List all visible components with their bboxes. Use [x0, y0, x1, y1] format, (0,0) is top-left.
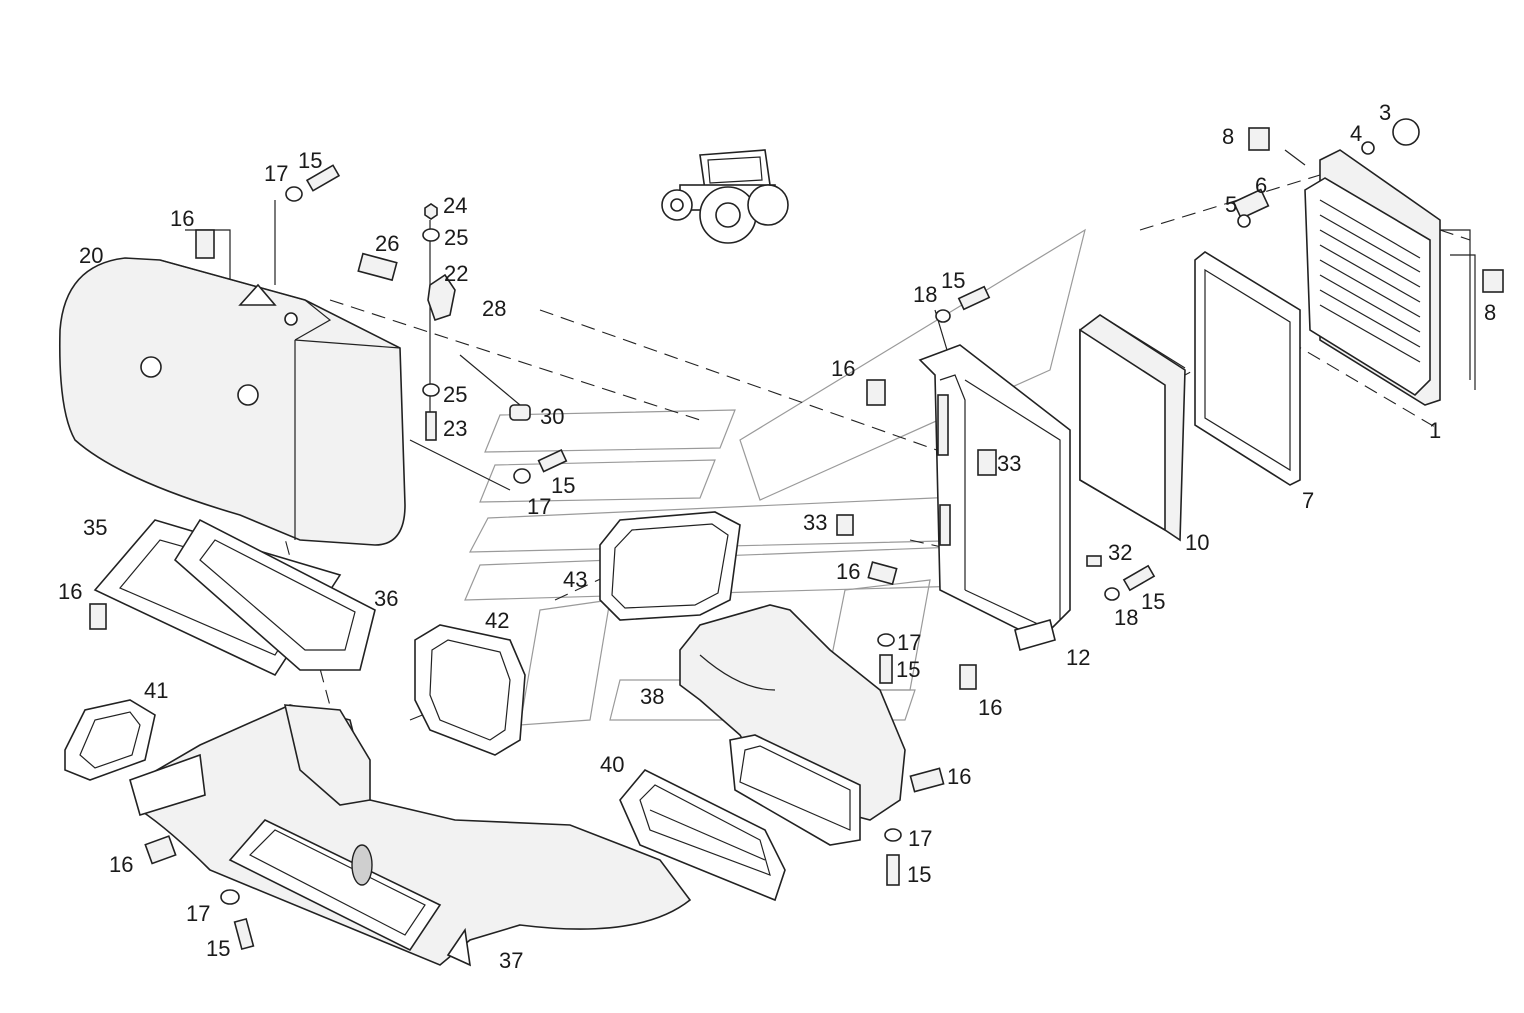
label-26: 26 [375, 231, 399, 256]
tractor-icon [661, 149, 789, 244]
label-25a: 25 [444, 225, 468, 250]
label-25b: 25 [443, 382, 467, 407]
label-4: 4 [1350, 121, 1362, 146]
label-38: 38 [640, 684, 664, 709]
part-43-ring [599, 511, 741, 621]
label-43: 43 [563, 567, 587, 592]
label-16f: 16 [947, 764, 971, 789]
label-18a: 18 [913, 282, 937, 307]
part-36-gasket [173, 518, 376, 671]
label-15a: 15 [298, 148, 322, 173]
label-17c: 17 [897, 630, 921, 655]
label-23: 23 [443, 416, 467, 441]
label-35: 35 [83, 515, 107, 540]
part-labels: 1 3 4 5 6 7 8 8 10 12 15 15 15 15 15 15 … [58, 100, 1496, 973]
part-10-filter [1079, 314, 1186, 542]
label-7: 7 [1302, 488, 1314, 513]
label-15d: 15 [1141, 589, 1165, 614]
part-1-grille-housing [1304, 149, 1441, 406]
part-40-grille [619, 769, 786, 902]
label-41: 41 [144, 678, 168, 703]
label-12: 12 [1066, 645, 1090, 670]
fasteners [89, 118, 1504, 951]
label-17a: 17 [264, 161, 288, 186]
label-15f: 15 [907, 862, 931, 887]
part-41-gasket [64, 699, 156, 781]
label-15g: 15 [206, 936, 230, 961]
part-37-lower-duct [129, 704, 692, 967]
label-15e: 15 [896, 657, 920, 682]
label-17e: 17 [186, 901, 210, 926]
label-16a: 16 [170, 206, 194, 231]
label-1: 1 [1429, 418, 1441, 443]
part-7-seal [1194, 251, 1301, 486]
label-36: 36 [374, 586, 398, 611]
label-16c: 16 [58, 579, 82, 604]
label-8a: 8 [1222, 124, 1234, 149]
label-16e: 16 [978, 695, 1002, 720]
label-15c: 15 [941, 268, 965, 293]
label-42: 42 [485, 608, 509, 633]
label-30: 30 [540, 404, 564, 429]
label-22: 22 [444, 261, 468, 286]
label-28: 28 [482, 296, 506, 321]
label-33b: 33 [803, 510, 827, 535]
label-20: 20 [79, 243, 103, 268]
label-16b: 16 [831, 356, 855, 381]
label-6: 6 [1255, 173, 1267, 198]
label-16d: 16 [836, 559, 860, 584]
label-15b: 15 [551, 473, 575, 498]
label-17d: 17 [908, 826, 932, 851]
label-40: 40 [600, 752, 624, 777]
part-20-cover [58, 257, 406, 546]
label-5: 5 [1225, 192, 1237, 217]
label-16g: 16 [109, 852, 133, 877]
label-32: 32 [1108, 540, 1132, 565]
label-37: 37 [499, 948, 523, 973]
label-10: 10 [1185, 530, 1209, 555]
label-8b: 8 [1484, 300, 1496, 325]
part-38-upper-duct [679, 604, 906, 846]
part-42-ring [414, 624, 526, 756]
label-3: 3 [1379, 100, 1391, 125]
part-12-frame [918, 344, 1071, 651]
label-17b: 17 [527, 494, 551, 519]
label-18b: 18 [1114, 605, 1138, 630]
label-24: 24 [443, 193, 467, 218]
label-33a: 33 [997, 451, 1021, 476]
